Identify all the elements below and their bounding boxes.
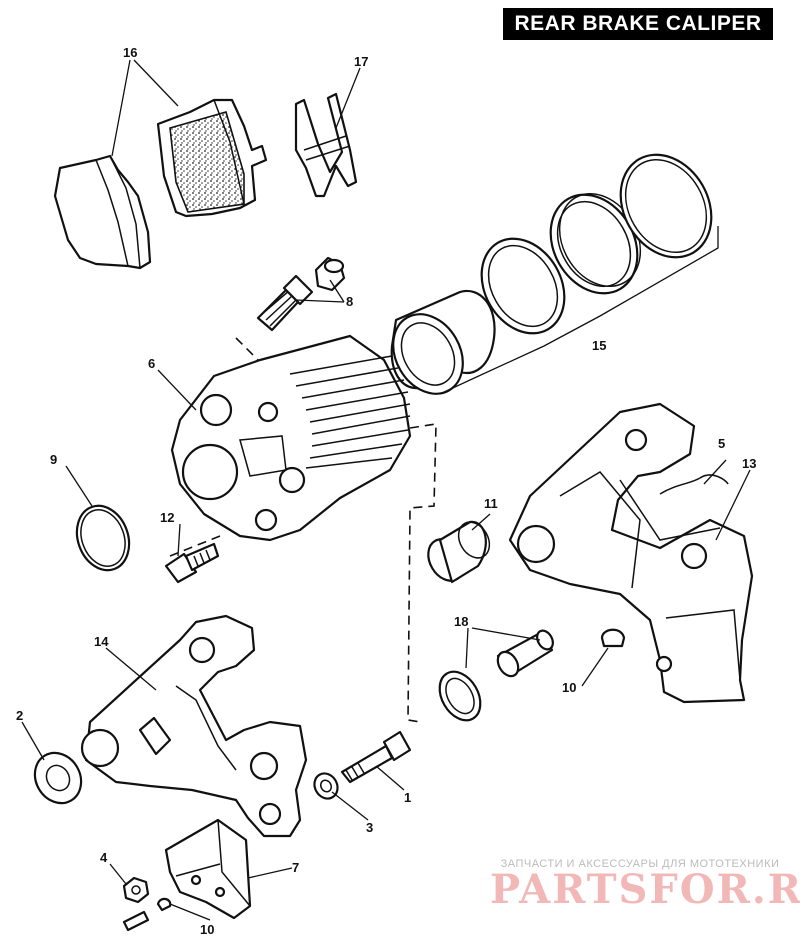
callout-13: 13	[742, 456, 756, 471]
callout-17: 17	[354, 54, 368, 69]
callout-7: 7	[292, 860, 299, 875]
callout-9: 9	[50, 452, 57, 467]
callout-1: 1	[404, 790, 411, 805]
callout-2: 2	[16, 708, 23, 723]
bleeder-valve-and-cap	[256, 256, 346, 332]
watermark-logo: PARTSFOR.RU	[490, 866, 800, 913]
piston-and-seals	[390, 153, 713, 395]
rubber-plug	[600, 628, 626, 648]
mounting-bolt	[340, 730, 412, 784]
callout-5: 5	[718, 436, 725, 451]
callout-4: 4	[100, 850, 108, 865]
callout-numbers: 16 17 8 15 6 9 12 11 5 13 18 10 14 2 1 3…	[16, 45, 756, 937]
callout-11: 11	[484, 496, 498, 511]
flat-washer	[313, 772, 339, 800]
watermark-tagline: ЗАПЧАСТИ И АКСЕССУАРЫ ДЛЯ МОТОТЕХНИКИ	[500, 858, 780, 870]
callout-10-lower: 10	[200, 922, 214, 937]
assembly-guide-lines	[169, 337, 437, 723]
callout-16: 16	[123, 45, 137, 60]
left-caliper-bracket	[80, 614, 308, 838]
callout-12: 12	[160, 510, 174, 525]
caliper-bolt	[164, 542, 220, 584]
slide-pin-and-boot	[438, 629, 554, 722]
callout-15: 15	[592, 338, 606, 353]
callout-3: 3	[366, 820, 373, 835]
hex-nut	[122, 876, 150, 904]
callout-8: 8	[346, 294, 353, 309]
callout-leaders	[21, 59, 751, 921]
screw	[122, 897, 172, 932]
callout-18: 18	[454, 614, 468, 629]
diagram-title: REAR BRAKE CALIPER	[503, 8, 773, 40]
callout-10-upper: 10	[562, 680, 576, 695]
anti-rattle-spring	[659, 474, 729, 495]
caliper-housing	[170, 334, 412, 542]
brake-pads	[53, 98, 268, 270]
o-ring	[75, 504, 131, 572]
callout-6: 6	[148, 356, 155, 371]
spacer-washer	[33, 751, 83, 805]
callout-14: 14	[94, 634, 109, 649]
pad-spring-clip	[294, 92, 358, 198]
hose-clip-bracket	[164, 818, 252, 920]
caliper-mounting-bracket	[508, 402, 754, 704]
pin-boot	[427, 520, 491, 584]
